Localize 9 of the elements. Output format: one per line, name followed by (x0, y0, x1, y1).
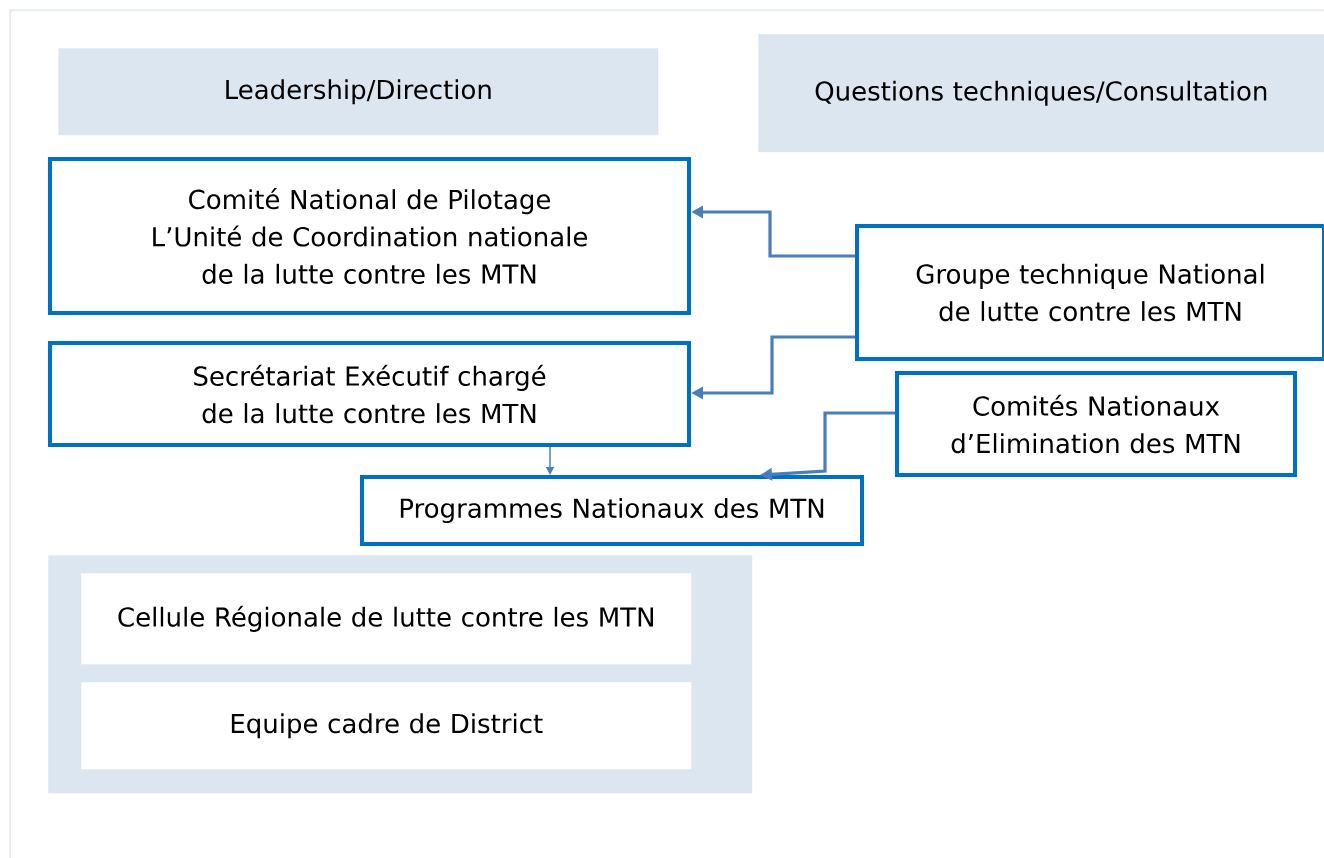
level-box: Cellule Régionale de lutte contre les MTN (81, 573, 692, 665)
process-box: Comités Nationaux d’Elimination des MTN (895, 371, 1297, 477)
header-band: Questions techniques/Consultation (758, 34, 1324, 153)
level-box: Equipe cadre de District (81, 682, 692, 770)
process-box: Programmes Nationaux des MTN (360, 475, 864, 546)
process-box: Groupe technique National de lutte contre les MTN (855, 224, 1324, 361)
process-box: Secrétariat Exécutif chargé de la lutte contre les MTN (48, 341, 691, 447)
header-band: Leadership/Direction (58, 48, 659, 136)
process-box: Comité National de Pilotage L’Unité de Coordination nationale de la lutte contre les MTN (48, 157, 691, 315)
